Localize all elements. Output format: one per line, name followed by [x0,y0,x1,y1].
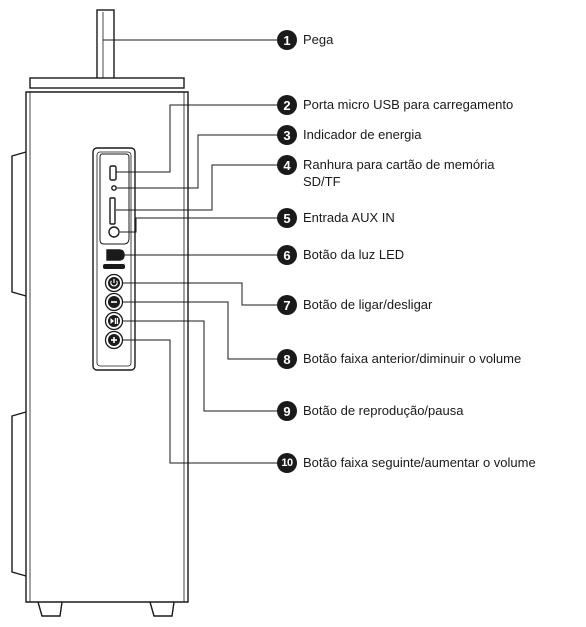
next-volume-up-button[interactable] [104,330,124,350]
callout-badge-3: 3 [277,125,297,145]
callout-badge-6: 6 [277,245,297,265]
callout-badge-8: 8 [277,349,297,369]
power-button[interactable] [104,273,124,293]
power-indicator-icon [111,185,117,191]
panel-divider [103,264,125,269]
callout-label-1: Pega [303,32,334,47]
callout-label-5: Entrada AUX IN [303,210,395,225]
micro-usb-port [109,165,117,181]
callout-label-2: Porta micro USB para carregamento [303,97,514,112]
side-grille-lower [11,411,27,577]
callout-badge-2: 2 [277,95,297,115]
callout-label-4-line2: SD/TF [303,174,341,189]
callout-badge-1: 1 [277,30,297,50]
callout-label-10: Botão faixa seguinte/aumentar o volume [303,455,536,470]
aux-jack [108,226,120,238]
leader-line-4 [116,164,278,211]
plus-icon [111,337,117,343]
play-pause-button[interactable] [104,311,124,331]
leader-line-10 [123,339,278,464]
callout-badge-7: 7 [277,295,297,315]
leader-line-8 [123,301,278,360]
callout-label-6: Botão da luz LED [303,247,405,262]
callout-label-8: Botão faixa anterior/diminuir o volume [303,351,522,366]
callout-badge-10: 10 [277,453,297,473]
speaker-handle [96,9,115,81]
leader-line-5 [120,217,278,233]
speaker-foot-right [149,601,175,617]
callout-badge-5: 5 [277,208,297,228]
callout-label-9: Botão de reprodução/pausa [303,403,464,418]
sd-card-slot [109,197,116,225]
speaker-top-cap [29,77,185,89]
callout-badge-9: 9 [277,401,297,421]
control-panel [92,147,136,371]
play-pause-icon [110,318,119,324]
speaker-body [25,91,189,603]
port-cover [99,153,130,245]
callout-label-7: Botão de ligar/desligar [303,297,433,312]
speaker-foot-left [37,601,63,617]
leader-line-2 [116,104,278,173]
callout-label-3: Indicador de energia [303,127,422,142]
callout-badge-4: 4 [277,155,297,175]
callout-label-4: Ranhura para cartão de memória [303,157,495,172]
led-button [106,249,125,261]
leader-line-3 [117,134,278,189]
previous-volume-down-button[interactable] [104,292,124,312]
leader-line-9 [123,320,278,412]
side-grille-upper [11,151,27,297]
leader-line-7 [123,282,278,306]
power-icon [110,279,118,287]
leader-lines [103,39,278,464]
